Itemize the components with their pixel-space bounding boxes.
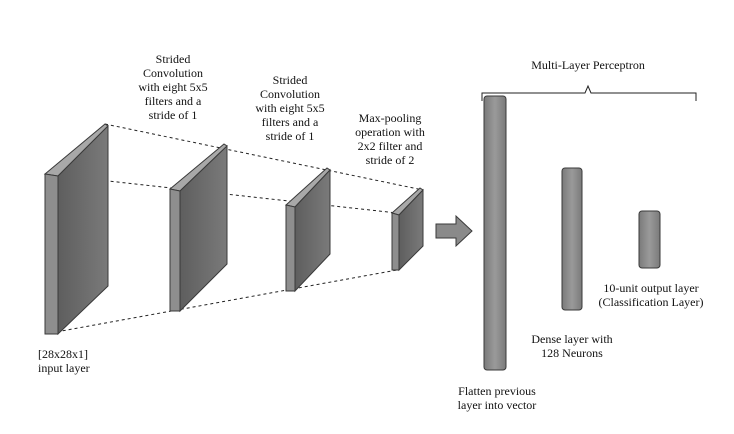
pool-label: Max-pooling operation with 2x2 filter an… bbox=[355, 111, 425, 167]
dense-label: Dense layer with 128 Neurons bbox=[531, 332, 613, 360]
conv2-block bbox=[284, 167, 331, 293]
input-layer-label: [28x28x1] input layer bbox=[38, 347, 90, 375]
dense-layer-bar bbox=[561, 167, 583, 311]
output-layer-bar bbox=[638, 210, 661, 269]
pool-block bbox=[390, 187, 424, 272]
conv2-front bbox=[294, 168, 331, 293]
pool-front bbox=[398, 188, 424, 272]
mlp-title: Multi-Layer Perceptron bbox=[531, 58, 645, 72]
connector-middle bbox=[44, 173, 398, 214]
output-label: 10-unit output layer (Classification Lay… bbox=[598, 281, 704, 309]
flatten-vector-bar bbox=[483, 95, 507, 371]
pool-side bbox=[391, 212, 400, 271]
conv2-label: Strided Convolution with eight 5x5 filte… bbox=[255, 73, 325, 143]
conv1-front bbox=[179, 144, 228, 313]
conv2-side bbox=[285, 204, 296, 292]
input-layer-front bbox=[57, 124, 109, 336]
conv1-side bbox=[169, 188, 181, 312]
flatten-label: Flatten previous layer into vector bbox=[457, 384, 537, 412]
conv1-block bbox=[168, 143, 228, 313]
input-layer-block bbox=[43, 123, 109, 336]
arrow-icon bbox=[435, 214, 473, 248]
connector-lines bbox=[44, 123, 424, 335]
mlp-brace bbox=[481, 84, 697, 101]
connector-top bbox=[104, 123, 424, 191]
conv1-label: Strided Convolution with eight 5x5 filte… bbox=[138, 52, 208, 122]
input-layer-side bbox=[44, 173, 59, 335]
